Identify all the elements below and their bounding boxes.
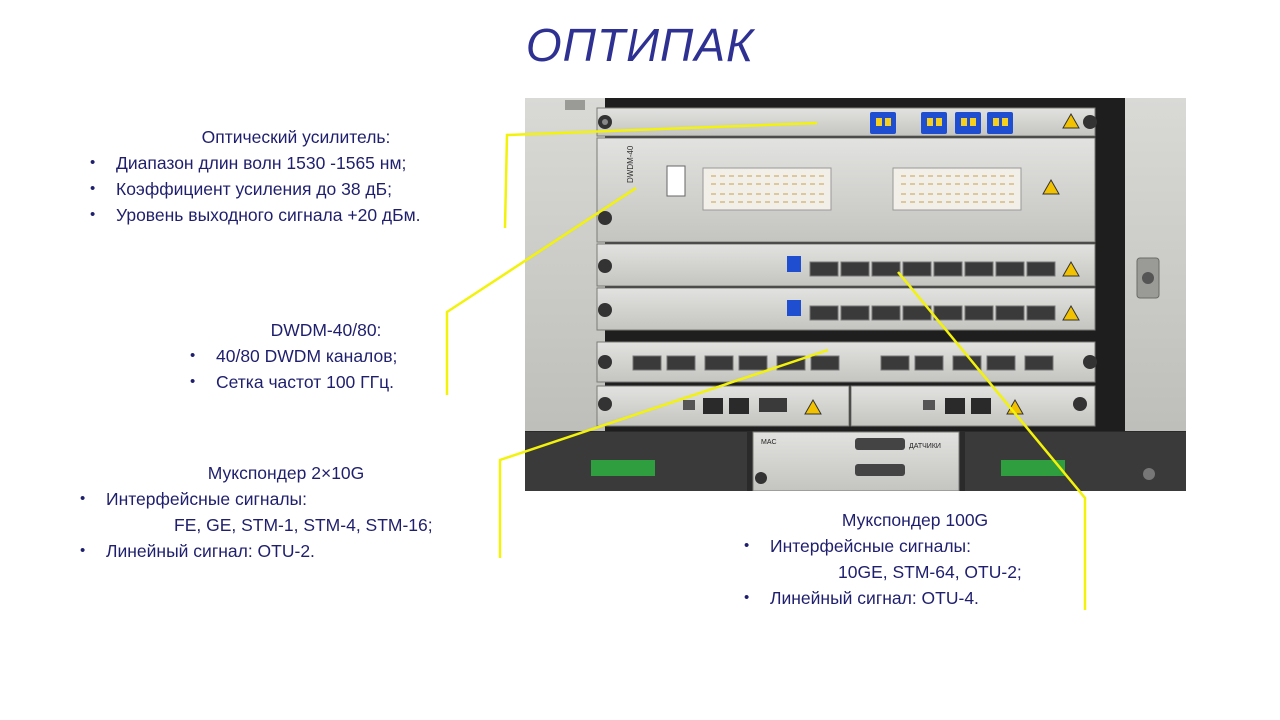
- list-item: Коэффициент усиления до 38 дБ;: [86, 176, 506, 202]
- list-item: Интерфейсные сигналы:: [740, 533, 1080, 559]
- list-item: Интерфейсные сигналы:: [76, 486, 506, 512]
- amplifier-list: Диапазон длин волн 1530 -1565 нм; Коэффи…: [86, 150, 506, 228]
- list-item: Линейный сигнал: OTU-2.: [76, 538, 506, 564]
- dwdm-list: 40/80 DWDM каналов; Сетка частот 100 ГГц…: [186, 343, 466, 395]
- list-item-continuation: 10GE, STM-64, OTU-2;: [838, 562, 1022, 582]
- muxponder-2x10g-heading: Мукспондер 2×10G: [207, 463, 365, 483]
- dwdm-module-label: DWDM-40: [626, 145, 635, 183]
- muxponder-100g-block: Мукспондер 100G Интерфейсные сигналы: 10…: [740, 507, 1080, 611]
- connector-label: ДАТЧИКИ: [909, 443, 941, 450]
- list-item: Сетка частот 100 ГГц.: [186, 369, 466, 395]
- muxponder-2x10g-block: Мукспондер 2×10G Интерфейсные сигналы: F…: [76, 460, 506, 564]
- amplifier-heading: Оптический усилитель:: [201, 127, 391, 147]
- control-panel-label: MAC: [761, 439, 777, 446]
- equipment-photo: DWDM-40: [525, 98, 1186, 491]
- list-item-continuation: FE, GE, STM-1, STM-4, STM-16;: [174, 515, 433, 535]
- muxponder-100g-heading: Мукспондер 100G: [841, 510, 989, 530]
- dwdm-heading: DWDM-40/80:: [270, 320, 382, 340]
- muxponder-100g-list: Интерфейсные сигналы: 10GE, STM-64, OTU-…: [740, 533, 1080, 611]
- muxponder-2x10g-list: Интерфейсные сигналы: FE, GE, STM-1, STM…: [76, 486, 506, 564]
- page-title: ОПТИПАК: [525, 19, 755, 71]
- amplifier-block: Оптический усилитель: Диапазон длин волн…: [86, 124, 506, 228]
- list-item: 40/80 DWDM каналов;: [186, 343, 466, 369]
- dwdm-block: DWDM-40/80: 40/80 DWDM каналов; Сетка ча…: [186, 317, 466, 395]
- list-item: Уровень выходного сигнала +20 дБм.: [86, 202, 506, 228]
- list-item: Линейный сигнал: OTU-4.: [740, 585, 1080, 611]
- list-item: Диапазон длин волн 1530 -1565 нм;: [86, 150, 506, 176]
